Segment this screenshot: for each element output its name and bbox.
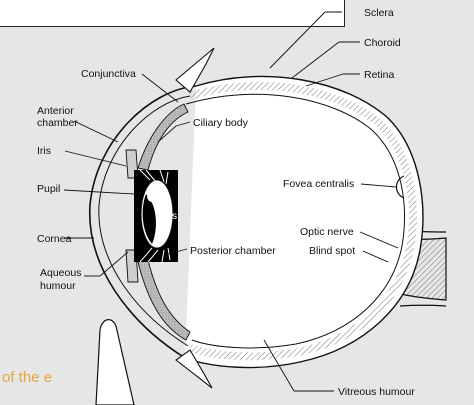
finger-pointer xyxy=(95,319,135,405)
label-aqueous-line1: Aqueous xyxy=(40,267,81,279)
label-anterior-chamber-line1: Anterior xyxy=(37,105,74,117)
lens-shading xyxy=(142,194,156,244)
label-optic-nerve: Optic nerve xyxy=(300,226,354,238)
choroid-layer xyxy=(188,81,417,361)
sclera-wall xyxy=(184,75,424,369)
zonule-fibers-top xyxy=(139,169,169,185)
pupil-opening xyxy=(147,190,157,202)
label-ciliary-body: Ciliary body xyxy=(193,117,249,129)
label-blind-spot: Blind spot xyxy=(309,245,355,257)
fovea-notch xyxy=(395,175,405,199)
label-anterior-chamber-line2: chamber xyxy=(37,117,78,129)
upper-eyelid xyxy=(175,47,215,93)
label-lens-fragment: ns xyxy=(166,210,177,222)
label-vitreous-humour: Vitreous humour xyxy=(338,386,415,398)
label-posterior-chamber: Posterior chamber xyxy=(190,245,276,257)
label-choroid: Choroid xyxy=(364,37,401,49)
cornea-inner xyxy=(98,95,191,347)
label-sclera: Sclera xyxy=(364,7,394,19)
lower-eyelid xyxy=(175,349,213,389)
label-iris: Iris xyxy=(37,145,51,157)
label-pupil: Pupil xyxy=(37,183,60,195)
ciliary-body-top xyxy=(137,103,189,171)
overlay-white-box xyxy=(0,0,344,26)
retina-layer xyxy=(185,93,405,349)
label-cornea: Cornea xyxy=(37,233,72,245)
label-fovea-centralis: Fovea centralis xyxy=(283,178,354,190)
label-aqueous-line2: humour xyxy=(40,280,76,292)
zonule-fibers-bottom xyxy=(139,247,171,263)
caption-link[interactable]: of the e xyxy=(2,369,53,386)
label-retina: Retina xyxy=(364,69,395,81)
leader-lines xyxy=(63,11,399,392)
label-conjunctiva: Conjunctiva xyxy=(81,68,136,80)
cornea-shape xyxy=(89,85,197,359)
